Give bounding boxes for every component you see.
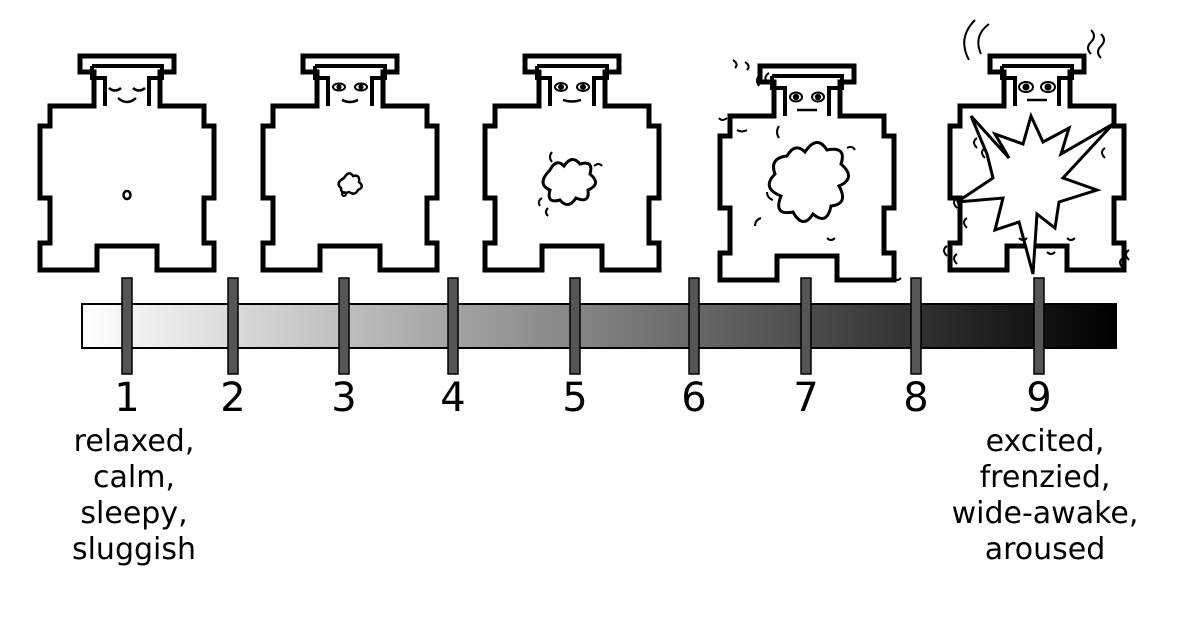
scale-point-2: 2 [220, 375, 246, 421]
scale-point-7: 7 [793, 375, 819, 421]
scale-point-5: 5 [562, 375, 588, 421]
medium-blob-icon [541, 158, 597, 206]
figure-level-1 [40, 56, 214, 270]
low-anchor-line: calm, [93, 460, 175, 495]
closed-eyes-icon [108, 86, 146, 92]
scale-tick-7 [800, 277, 812, 375]
scale-tick-1 [121, 277, 133, 375]
high-anchor-line: excited, [985, 424, 1105, 459]
smile-icon [117, 97, 137, 104]
figure-level-5 [485, 56, 659, 270]
high-anchor-line: wide-awake, [951, 496, 1139, 531]
figure-level-9 [943, 19, 1130, 275]
figure-level-3 [263, 56, 437, 270]
low-anchor-line: relaxed, [73, 424, 195, 459]
scale-tick-9 [1033, 277, 1045, 375]
scale-tick-6 [688, 277, 700, 375]
shake-lines-icon [718, 59, 902, 281]
scale-tick-5 [569, 277, 581, 375]
vibration-waves-icon [943, 19, 1130, 269]
open-eyes-icon [1018, 81, 1056, 93]
mouth-icon [562, 98, 582, 103]
explosion-icon [956, 111, 1115, 275]
mouth-icon [341, 98, 359, 104]
high-anchor-line: frenzied, [979, 460, 1111, 495]
scale-point-6: 6 [681, 375, 707, 421]
open-eyes-icon [554, 82, 590, 92]
scale-tick-3 [338, 277, 350, 375]
dot-icon [122, 189, 132, 201]
scale-point-8: 8 [903, 375, 929, 421]
scale-ticks [121, 277, 1045, 375]
low-anchor-line: sluggish [71, 532, 197, 567]
small-blob-icon [337, 172, 363, 195]
large-blob-icon [767, 141, 850, 223]
low-anchor-label: relaxed, calm, sleepy, sluggish [4, 424, 264, 568]
scale-gradient-bar [81, 303, 1117, 349]
scale-point-9: 9 [1026, 375, 1052, 421]
scale-tick-2 [227, 277, 239, 375]
scale-point-4: 4 [440, 375, 466, 421]
high-anchor-line: aroused [984, 532, 1106, 567]
scale-tick-8 [910, 277, 922, 375]
scale-point-1: 1 [114, 375, 140, 421]
figure-level-7 [718, 59, 902, 281]
scale-tick-4 [447, 277, 459, 375]
open-eyes-icon [332, 82, 368, 92]
high-anchor-label: excited, frenzied, wide-awake, aroused [915, 424, 1175, 568]
open-eyes-icon [789, 91, 825, 103]
low-anchor-line: sleepy, [80, 496, 188, 531]
scale-point-3: 3 [331, 375, 357, 421]
